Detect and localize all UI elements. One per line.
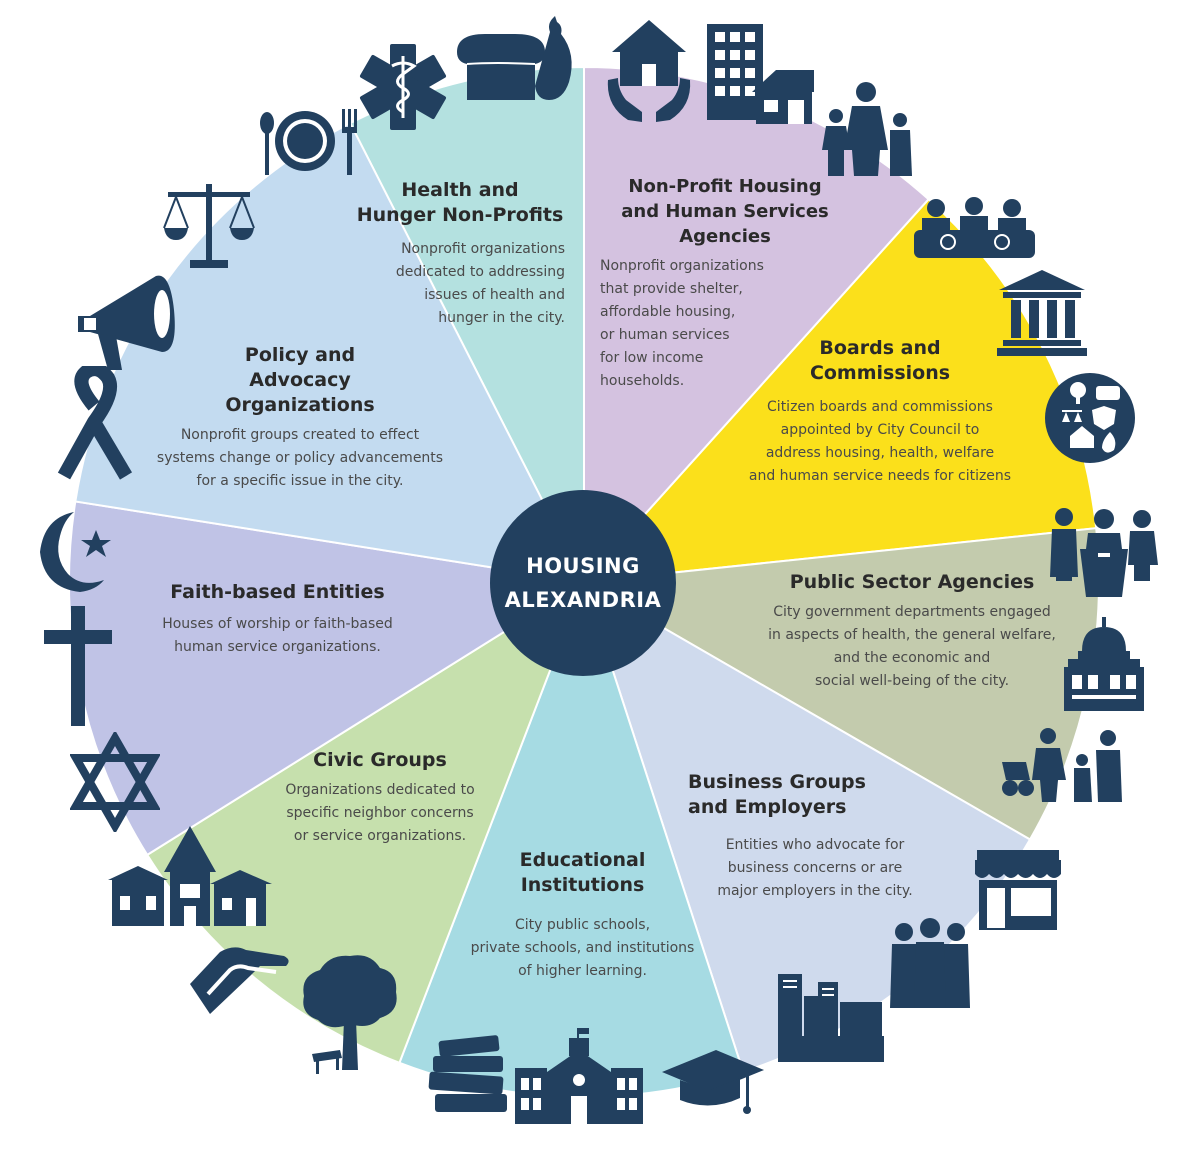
segment-nonprofit-housing-text: Non-Profit Housing and Human Services Ag… — [600, 174, 850, 393]
courthouse-icon — [997, 270, 1087, 356]
star-of-david-icon — [70, 732, 160, 832]
business-people-icon — [890, 918, 970, 1008]
segment-policy-text: Policy and Advocacy Organizations Nonpro… — [145, 343, 455, 493]
segment-civic-text: Civic Groups Organizations dedicated to … — [270, 748, 490, 848]
awareness-ribbon-icon — [57, 366, 133, 480]
skyline-icon — [778, 974, 884, 1062]
segment-boards-text: Boards and Commissions Citizen boards an… — [735, 336, 1025, 488]
segment-faith-text: Faith-based Entities Houses of worship o… — [140, 580, 415, 659]
segment-health-text: Health and Hunger Non-Profits Nonprofit … — [355, 178, 565, 330]
helping-hands-icon — [190, 947, 289, 1014]
segment-business-description: Entities who advocate for business conce… — [717, 837, 913, 899]
apartment-building-icon — [707, 24, 763, 120]
segment-education-text: Educational Institutions City public sch… — [450, 848, 715, 983]
capitol-dome-icon — [1064, 617, 1144, 711]
storefront-icon — [975, 850, 1061, 930]
segment-business-text: Business Groups and Employers Entities w… — [680, 770, 950, 903]
segment-faith-title: Faith-based Entities — [170, 581, 385, 603]
books-icon — [428, 1035, 507, 1112]
center-title-line1: HOUSING — [526, 554, 640, 578]
segment-boards-title: Boards and Commissions — [809, 337, 951, 384]
people-walking-icon — [1002, 728, 1122, 802]
segment-boards-description: Citizen boards and commissions appointed… — [748, 399, 1012, 484]
wedge-civic — [145, 579, 587, 1065]
house-in-hands-icon — [607, 20, 691, 122]
scales-of-justice-icon — [163, 184, 255, 268]
plate-fork-spoon-icon — [260, 109, 357, 175]
city-services-badge-icon — [1045, 373, 1135, 463]
segment-civic-title: Civic Groups — [313, 749, 447, 771]
center-title-line2: ALEXANDRIA — [504, 588, 662, 612]
segment-nonprofit-housing-description: Nonprofit organizations that provide she… — [600, 258, 764, 389]
segment-faith-description: Houses of worship or faith-based human s… — [162, 616, 393, 655]
segment-policy-title: Policy and Advocacy Organizations — [225, 344, 375, 416]
crescent-star-icon — [40, 512, 111, 592]
neighborhood-houses-icon — [108, 826, 272, 926]
center-hub: HOUSING ALEXANDRIA — [490, 490, 676, 676]
segment-policy-description: Nonprofit groups created to effect syste… — [156, 427, 444, 489]
segment-education-description: City public schools, private schools, an… — [470, 917, 695, 979]
schoolhouse-icon — [515, 1028, 643, 1124]
meeting-group-icon — [914, 197, 1035, 258]
segment-education-title: Educational Institutions — [519, 849, 646, 896]
cross-icon — [44, 606, 112, 726]
medical-caduceus-icon — [359, 44, 447, 130]
segment-public-sector-description: City government departments engaged in a… — [768, 604, 1056, 689]
segment-health-description: Nonprofit organizations dedicated to add… — [395, 241, 565, 326]
segment-public-sector-text: Public Sector Agencies City government d… — [752, 570, 1072, 693]
graduation-cap-icon — [662, 1050, 764, 1114]
segment-business-title: Business Groups and Employers — [688, 771, 866, 818]
family-icon — [822, 82, 912, 176]
officials-podium-icon — [1050, 508, 1158, 597]
segment-civic-description: Organizations dedicated to specific neig… — [285, 782, 475, 844]
bread-pear-icon — [457, 16, 572, 100]
segment-health-title: Health and Hunger Non-Profits — [356, 179, 564, 226]
megaphone-icon — [78, 275, 175, 370]
tree-bench-icon — [303, 955, 397, 1074]
segment-public-sector-title: Public Sector Agencies — [789, 571, 1035, 593]
house-icon — [752, 70, 814, 124]
segment-nonprofit-housing-title: Non-Profit Housing and Human Services Ag… — [621, 176, 829, 247]
